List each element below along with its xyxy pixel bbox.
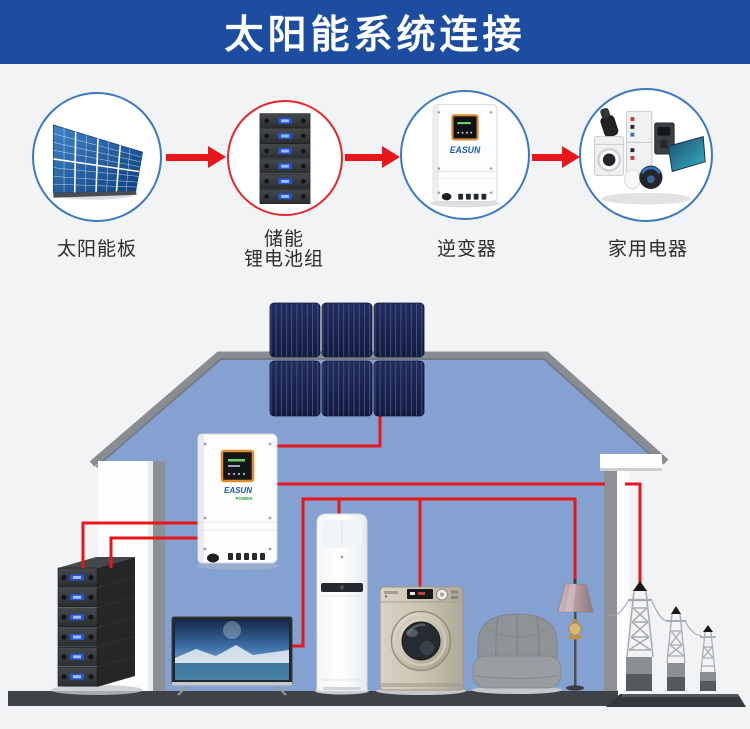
flow-step-inverter: EASUN [400,90,530,220]
kettle-icon [624,169,641,190]
inverter-brand-sub: POWER [235,496,253,501]
arrow-tail [345,154,382,161]
home-appliances-icon [594,107,706,205]
label-battery-line2: 锂电池组 [243,249,325,270]
flow-arrow-3 [532,146,580,168]
tower-3 [700,625,716,691]
battery-stack [51,557,143,695]
arrow-head-icon [208,146,226,168]
flow-arrow-1 [166,146,226,168]
flow-arrow-2 [345,146,400,168]
right-wall [600,454,662,695]
label-battery-line1: 储能 [263,229,305,250]
vacuum-icon [600,107,619,138]
wiring [81,414,642,648]
arrow-head-icon [562,146,580,168]
arrow-tail [166,154,208,161]
armchair [472,613,562,694]
wire-to-grid [625,482,642,584]
ground [8,691,746,707]
flow-step-appliances [579,88,713,222]
inverter: EASUN POWER [196,433,280,570]
floor-lamp [557,579,594,691]
washing-machine [376,586,466,695]
flow-step-solar-panel [32,92,162,222]
wire-appliance-bus [291,497,577,648]
power-towers [606,581,716,691]
label-battery: 储能 锂电池组 [244,230,324,270]
wire-pv-to-inverter [265,414,382,448]
label-solar-panel: 太阳能板 [56,239,138,260]
page-title: 太阳能系统连接 [224,14,526,57]
battery-pack-icon [259,113,311,204]
television [171,616,293,696]
wire-battery-2 [109,536,210,568]
solar-panel-icon [52,124,143,200]
tower-2 [666,606,686,691]
inverter-icon: EASUN [430,104,500,208]
arrow-head-icon [382,146,400,168]
inverter-icon-brand: EASUN [450,145,481,155]
flow-step-battery [227,100,343,216]
inverter-brand-text: EASUN [224,486,252,495]
arrow-tail [532,154,562,161]
wire-battery-1 [81,521,210,568]
tv-icon [667,135,706,173]
tower-1 [626,581,654,691]
label-inverter: 逆变器 [436,239,498,260]
label-appliances: 家用电器 [607,239,689,260]
title-banner: 太阳能系统连接 [0,0,750,64]
rooftop-solar-array [269,302,425,417]
air-conditioner [315,513,369,695]
